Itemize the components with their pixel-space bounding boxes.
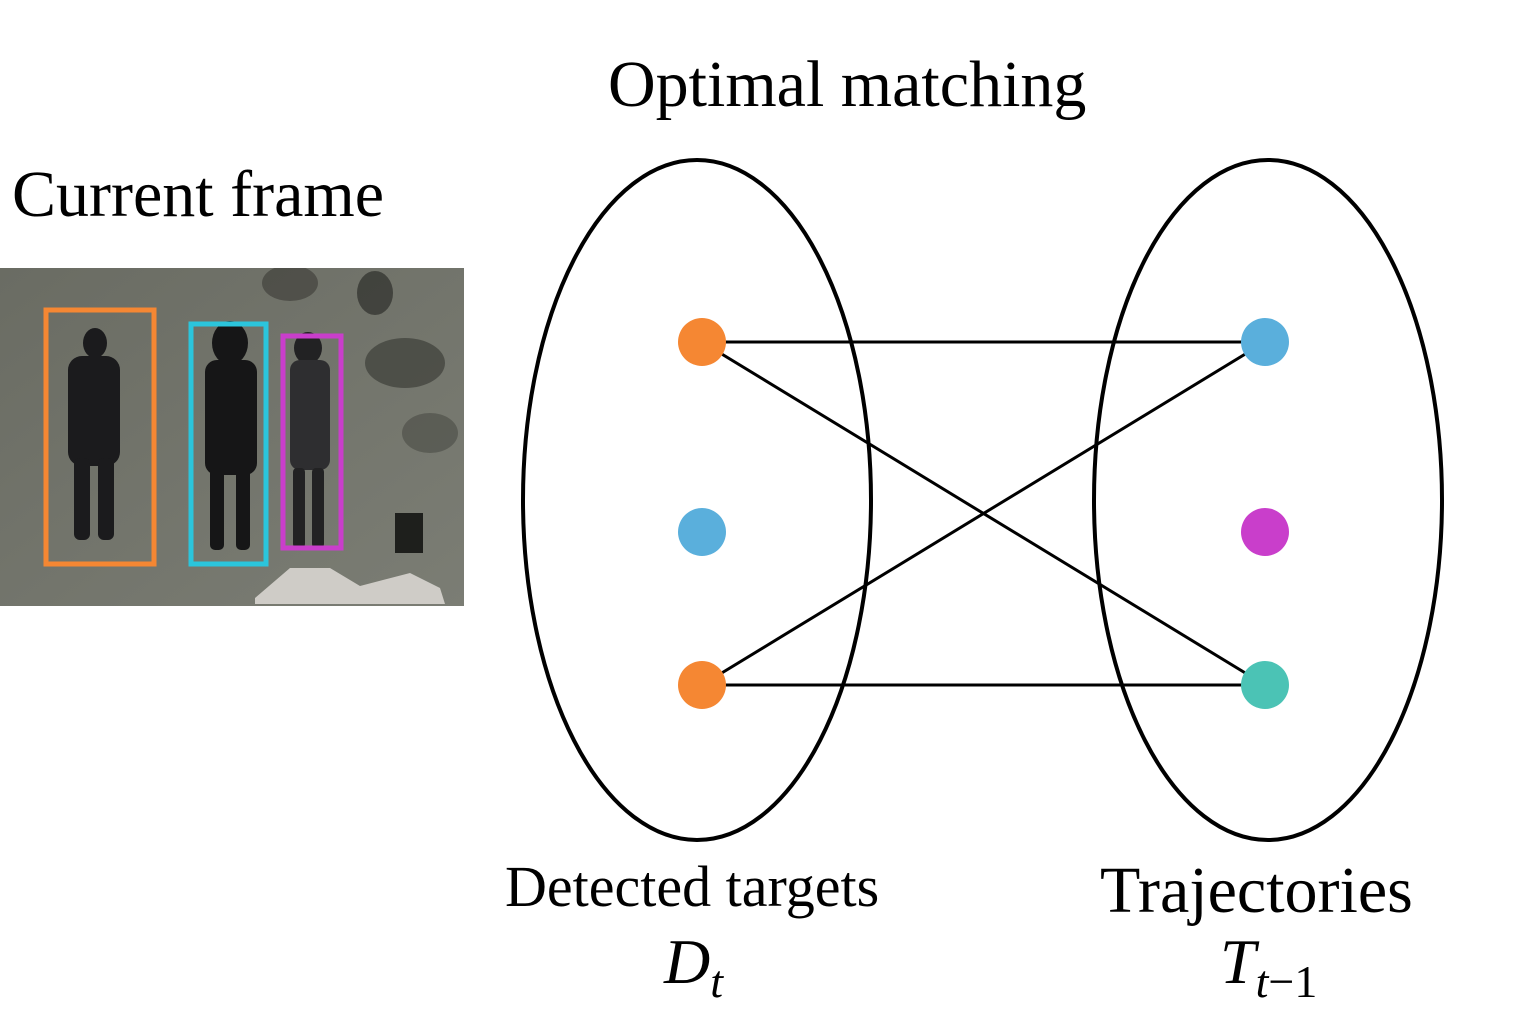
matching-nodes — [678, 318, 1289, 709]
node-t1 — [1241, 318, 1289, 366]
bounding-box-person-1 — [43, 307, 157, 567]
node-t2 — [1241, 508, 1289, 556]
person-3-figure — [290, 332, 330, 548]
current-frame-title: Current frame — [12, 158, 384, 231]
bounding-box-person-3 — [280, 333, 344, 551]
bg-object — [262, 268, 318, 301]
trajectory-set-symbol: Tt−1 — [1220, 930, 1317, 1005]
bg-object — [395, 513, 423, 553]
trajectory-symbol-base: T — [1220, 926, 1256, 997]
detected-symbol-sub: t — [710, 956, 723, 1007]
trajectories-label: Trajectories — [1100, 854, 1413, 927]
detected-symbol-base: D — [664, 926, 711, 997]
detected-targets-label: Detected targets — [505, 854, 880, 919]
current-frame-image — [0, 268, 464, 606]
bg-object — [402, 413, 458, 453]
trajectory-set-ellipse — [1092, 158, 1444, 842]
floor-marking — [255, 568, 445, 604]
detected-set-ellipse — [521, 158, 873, 842]
optimal-matching-title: Optimal matching — [608, 48, 1087, 121]
trajectory-symbol-sub-rest: −1 — [1268, 956, 1318, 1007]
node-t3 — [1241, 661, 1289, 709]
edge-d3-t1 — [701, 340, 1266, 687]
node-d3 — [678, 661, 726, 709]
bounding-box-person-2 — [188, 321, 269, 567]
bg-object — [357, 271, 393, 315]
node-d1 — [678, 318, 726, 366]
bg-object — [365, 338, 445, 388]
detected-set-symbol: Dt — [664, 930, 723, 1005]
node-d2 — [678, 508, 726, 556]
matching-edges — [701, 340, 1266, 687]
trajectory-symbol-sub-var: t — [1255, 956, 1269, 1007]
person-1-figure — [68, 328, 120, 540]
person-2-figure — [205, 321, 257, 550]
